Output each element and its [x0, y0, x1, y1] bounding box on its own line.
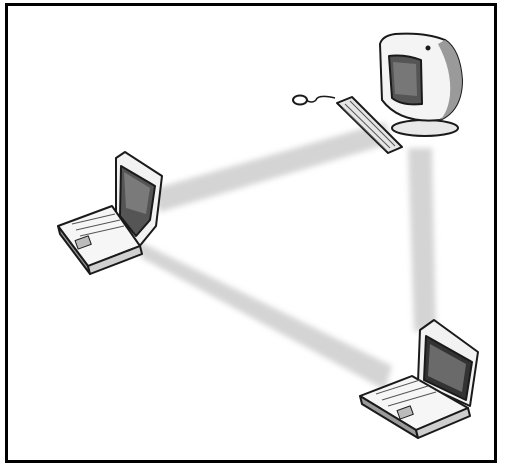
wireless-links [128, 122, 436, 390]
link-desktop-to-laptop-bottom [408, 148, 436, 332]
desktop-computer-icon [293, 34, 462, 153]
link-laptop-left-to-desktop [150, 122, 392, 212]
link-laptop-left-to-laptop-bottom [128, 236, 392, 390]
